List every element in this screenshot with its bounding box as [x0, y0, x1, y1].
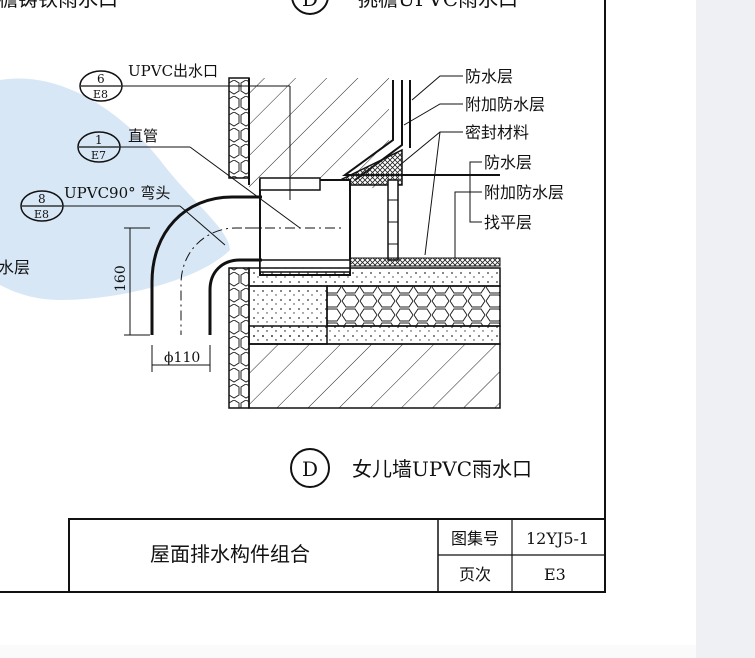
top-right-caption: 挑檐UPVC雨水口	[358, 0, 518, 11]
detail-letter: D	[302, 457, 318, 481]
ref-pipe-text: 直管	[128, 127, 158, 145]
top-right-caption-letter: D	[302, 0, 318, 11]
leader-pipe-diag	[189, 146, 301, 229]
elbow-outer-wall	[150, 195, 262, 335]
viewer-bottom-strip	[0, 645, 696, 658]
leader-elbow-diag	[179, 205, 226, 246]
wall-concrete	[248, 285, 328, 345]
roof-membrane	[349, 257, 501, 267]
callout-screed: 找平层	[484, 213, 532, 232]
outlet-grate	[387, 179, 399, 261]
callout-waterproof: 防水层	[465, 67, 513, 86]
atlas-label: 图集号	[451, 529, 499, 548]
detail-circle	[290, 448, 330, 488]
ref-outlet-sheet: E8	[93, 88, 108, 101]
roof-screed	[248, 267, 501, 287]
atlas-value: 12YJ5-1	[526, 529, 589, 548]
ref-elbow-sheet: E8	[34, 208, 49, 221]
page-label: 页次	[459, 565, 491, 584]
leader-sealant-2	[424, 131, 441, 256]
drawing-title: 屋面排水构件组合	[150, 542, 310, 566]
leader-group-bracket	[454, 161, 482, 258]
parapet-insulation	[228, 77, 250, 179]
ref-elbow-num: 8	[38, 192, 46, 206]
callout-extra-waterproof-2: 附加防水层	[484, 183, 564, 202]
ref-elbow-text: UPVC90° 弯头	[64, 184, 170, 202]
elbow-inner-wall	[208, 258, 262, 335]
leader-waterproof	[411, 75, 463, 101]
top-left-caption: 檐铸铁雨水口	[0, 0, 118, 11]
roof-insulation	[326, 285, 501, 327]
wall-insulation-lower	[228, 267, 250, 409]
callout-sealant: 密封材料	[465, 123, 529, 142]
elbow-centerline	[180, 227, 262, 335]
ref-bubble-outlet: 6 E8	[79, 70, 123, 102]
leader-extra-waterproof	[403, 103, 463, 126]
callout-extra-waterproof: 附加防水层	[465, 95, 545, 114]
dim-160-label: 160	[113, 265, 129, 292]
ref-pipe-sheet: E7	[91, 149, 106, 162]
page-value: E3	[544, 565, 566, 584]
ref-outlet-text: UPVC出水口	[128, 62, 218, 80]
ref-pipe-num: 1	[95, 133, 103, 147]
callout-left-fragment: 水层	[0, 258, 30, 277]
callout-waterproof-2: 防水层	[484, 153, 532, 172]
ref-outlet-num: 6	[97, 72, 105, 86]
ref-bubble-elbow: 8 E8	[20, 190, 64, 222]
dim-phi-label: ϕ110	[164, 350, 200, 366]
roof-slab	[248, 343, 501, 409]
drawing-sheet: 檐铸铁雨水口 D 挑檐UPVC雨水口 160 ϕ110 6	[0, 0, 606, 593]
watermark-blob	[0, 78, 230, 300]
sealant-wedge	[329, 148, 403, 186]
viewer-side-panel	[696, 0, 755, 658]
top-right-caption-circle	[291, 0, 329, 15]
detail-title: 女儿墙UPVC雨水口	[352, 457, 532, 481]
ref-bubble-pipe: 1 E7	[77, 131, 121, 163]
parapet-waterproof-layer	[341, 80, 500, 176]
